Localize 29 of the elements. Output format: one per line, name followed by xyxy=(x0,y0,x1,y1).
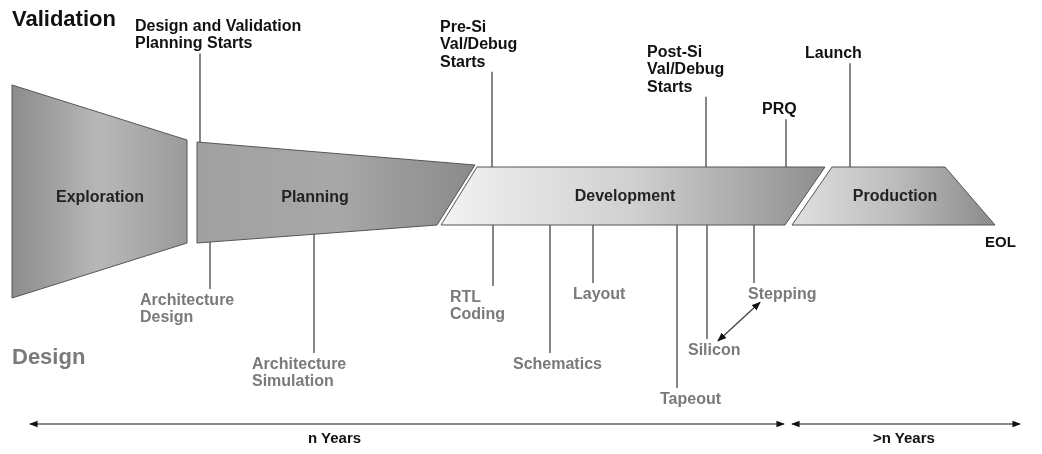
activity-label: Tapeout xyxy=(660,390,722,408)
track-label: Design xyxy=(12,344,86,370)
arrow xyxy=(717,301,761,342)
leader-line xyxy=(785,118,787,169)
phase-label: Exploration xyxy=(56,188,144,206)
activity-label: Schematics xyxy=(513,355,602,373)
phase-label: Planning xyxy=(281,188,349,206)
milestone-label: PRQ xyxy=(762,100,797,118)
duration-label: n Years xyxy=(308,429,362,446)
activity-label: Silicon xyxy=(688,341,741,359)
milestone-label: Launch xyxy=(805,44,862,62)
leader-line xyxy=(199,52,201,144)
activity-label: Architecture Design xyxy=(140,291,275,326)
milestone-label: EOL xyxy=(985,233,1016,250)
milestone-label: Design and Validation Planning Starts xyxy=(135,17,345,52)
activity-label: Stepping xyxy=(748,285,817,303)
activity-label: Layout xyxy=(573,285,626,303)
activity-label: RTL Coding xyxy=(450,288,535,323)
track-label: Validation xyxy=(12,6,116,32)
phase-label: Development xyxy=(574,187,676,205)
leader-line xyxy=(209,240,211,290)
milestone-label: Post-Si Val/Debug Starts xyxy=(647,43,742,95)
activity-label: Architecture Simulation xyxy=(252,355,387,390)
phase-label: Production xyxy=(852,187,938,205)
duration-label: >n Years xyxy=(873,429,935,446)
leader-line xyxy=(491,71,493,169)
leader-line xyxy=(849,62,851,169)
milestone-label: Pre-Si Val/Debug Starts xyxy=(440,18,535,70)
leader-line xyxy=(705,96,707,169)
